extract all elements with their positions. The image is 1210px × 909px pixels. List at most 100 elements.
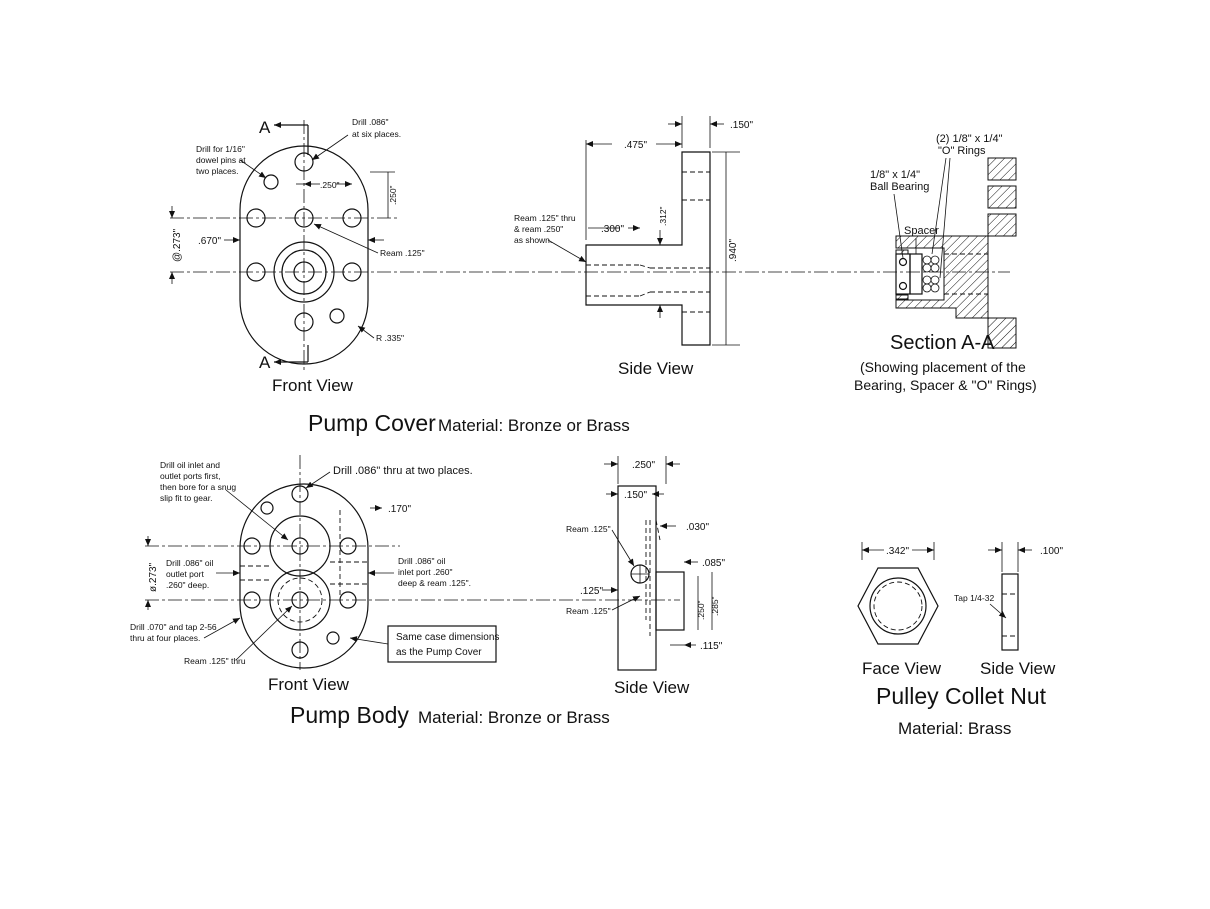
dim-250-v: .250"	[388, 185, 398, 205]
label-orings-1: (2) 1/8" x 1/4"	[936, 133, 1003, 145]
note-oil-4: slip fit to gear.	[160, 493, 212, 503]
cover-boss-mid	[281, 249, 327, 295]
body-side-hidden-3	[655, 519, 661, 541]
section-letter-bottom: A	[259, 353, 271, 372]
dim-body-125: .125"	[580, 586, 603, 597]
cover-boss-bore	[293, 261, 315, 283]
cover-side-bore-step-bot	[639, 291, 651, 297]
collet-nut: .342" .100" Tap 1/4-32 Face View Side Vi…	[857, 542, 1063, 738]
dim-body-273: ø.273"	[148, 562, 159, 592]
body-hole-bottom	[291, 641, 309, 659]
cover-side-outline	[585, 151, 711, 346]
note-ream-cover: Ream .125"	[380, 248, 425, 258]
box-line-2: as the Pump Cover	[396, 647, 482, 658]
leader-tap	[203, 617, 241, 639]
note-side-ream-3: as shown.	[514, 235, 552, 245]
dim-170: .170"	[388, 504, 411, 515]
body-hole-left-lower	[243, 591, 261, 609]
dim-670: .670"	[198, 236, 221, 247]
note-side-ream-2: & ream .250"	[514, 224, 563, 234]
leader-orings-2	[939, 157, 951, 279]
section-letter-top: A	[259, 118, 271, 137]
body-shaft-hole-bottom	[291, 591, 309, 609]
leader-dowel	[239, 159, 267, 179]
body-side-caption: Side View	[614, 678, 690, 697]
cover-boss-outer	[273, 241, 335, 303]
section-desc-1: (Showing placement of the	[860, 359, 1026, 375]
note-inlet-3: deep & ream .125".	[398, 578, 471, 588]
leader-side-ream	[547, 239, 587, 263]
note-side-ream-1: Ream .125" thru	[514, 213, 576, 223]
note-tap-nut: Tap 1/4-32	[954, 593, 994, 603]
cover-outline	[239, 145, 369, 365]
body-gear-bore-top	[269, 515, 331, 577]
label-ball-2: Ball Bearing	[870, 181, 929, 193]
note-outlet-3: .260" deep.	[166, 580, 209, 590]
cover-hole-bottom	[294, 312, 314, 332]
pump-cover-front-view: A A Drill .086" at six places. Drill for…	[169, 117, 1010, 395]
note-oil-3: then bore for a snug	[160, 482, 236, 492]
pump-cover-side-view: .475" .150" .300" .312" .940" Ream .125"…	[514, 116, 753, 378]
pump-cover-material: Material: Bronze or Brass	[438, 416, 630, 435]
dim-115: .115"	[700, 641, 723, 652]
cover-hole-center	[294, 208, 314, 228]
body-side-boss	[655, 571, 685, 631]
leader-orings-1	[931, 157, 947, 255]
leader-tap-nut	[989, 603, 1007, 619]
leader-ream-cover	[313, 223, 379, 254]
note-drill-086-b: at six places.	[352, 129, 401, 139]
nut-thread-circle	[873, 581, 923, 631]
dim-body-150: .150"	[624, 490, 647, 501]
section-flange-top-3	[987, 213, 1017, 237]
cover-hole-mid-left	[246, 262, 266, 282]
pump-body-side-view: .250" .150" .030" .085" .125" Ream .125"…	[566, 456, 725, 697]
dim-940: .940"	[728, 239, 739, 262]
cover-hole-mid-right	[342, 262, 362, 282]
cover-front-caption: Front View	[272, 376, 354, 395]
nut-material: Material: Brass	[898, 719, 1011, 738]
body-gear-bore-bottom	[269, 569, 331, 631]
box-line-1: Same case dimensions	[396, 632, 499, 643]
pump-cover-title: Pump Cover	[308, 410, 436, 436]
dim-285: .285"	[710, 596, 720, 616]
dim-342: .342"	[886, 546, 909, 557]
section-desc-2: Bearing, Spacer & "O" Rings)	[854, 377, 1037, 393]
nut-outer-circle	[869, 577, 927, 635]
dim-r335: R .335"	[376, 333, 404, 343]
leader-r335	[357, 325, 375, 339]
dim-085: .085"	[702, 558, 725, 569]
note-outlet-1: Drill .086" oil	[166, 558, 214, 568]
dim-body-250-top: .250"	[632, 460, 655, 471]
cover-hole-left	[246, 208, 266, 228]
cover-side-caption: Side View	[618, 359, 694, 378]
nut-title: Pulley Collet Nut	[876, 683, 1047, 709]
section-ball-top	[898, 257, 908, 267]
leader-body-drill	[305, 471, 331, 489]
note-oil-1: Drill oil inlet and	[160, 460, 220, 470]
note-body-drill-086: Drill .086" thru at two places.	[333, 465, 473, 477]
note-side-ream-b: Ream .125"	[566, 606, 611, 616]
note-dowel-1: Drill for 1/16"	[196, 144, 245, 154]
cover-dowel-hole	[263, 174, 279, 190]
note-dowel-2: dowel pins at	[196, 155, 246, 165]
section-ball-bearing	[895, 253, 911, 295]
dim-150-cover: .150"	[730, 120, 753, 131]
body-hole-br	[326, 631, 340, 645]
section-caption: Section A-A	[890, 332, 995, 354]
cover-hole-top	[294, 152, 314, 172]
dim-body-250-v: .250"	[696, 600, 706, 620]
note-oil-2: outlet ports first,	[160, 471, 220, 481]
note-tap-2: thru at four places.	[130, 633, 200, 643]
note-side-ream-a: Ream .125"	[566, 524, 611, 534]
body-hole-tl	[260, 501, 274, 515]
dim-273: @.273"	[172, 228, 183, 262]
note-outlet-2: outlet port	[166, 569, 204, 579]
note-drill-086: Drill .086"	[352, 117, 389, 127]
body-front-caption: Front View	[268, 675, 350, 694]
leader-body-ream	[235, 605, 293, 661]
pump-body-front-view: Drill oil inlet and outlet ports first, …	[130, 455, 680, 694]
note-body-ream: Ream .125" thru	[184, 656, 246, 666]
section-flange-top-2	[987, 185, 1017, 209]
label-ball-1: 1/8" x 1/4"	[870, 169, 920, 181]
